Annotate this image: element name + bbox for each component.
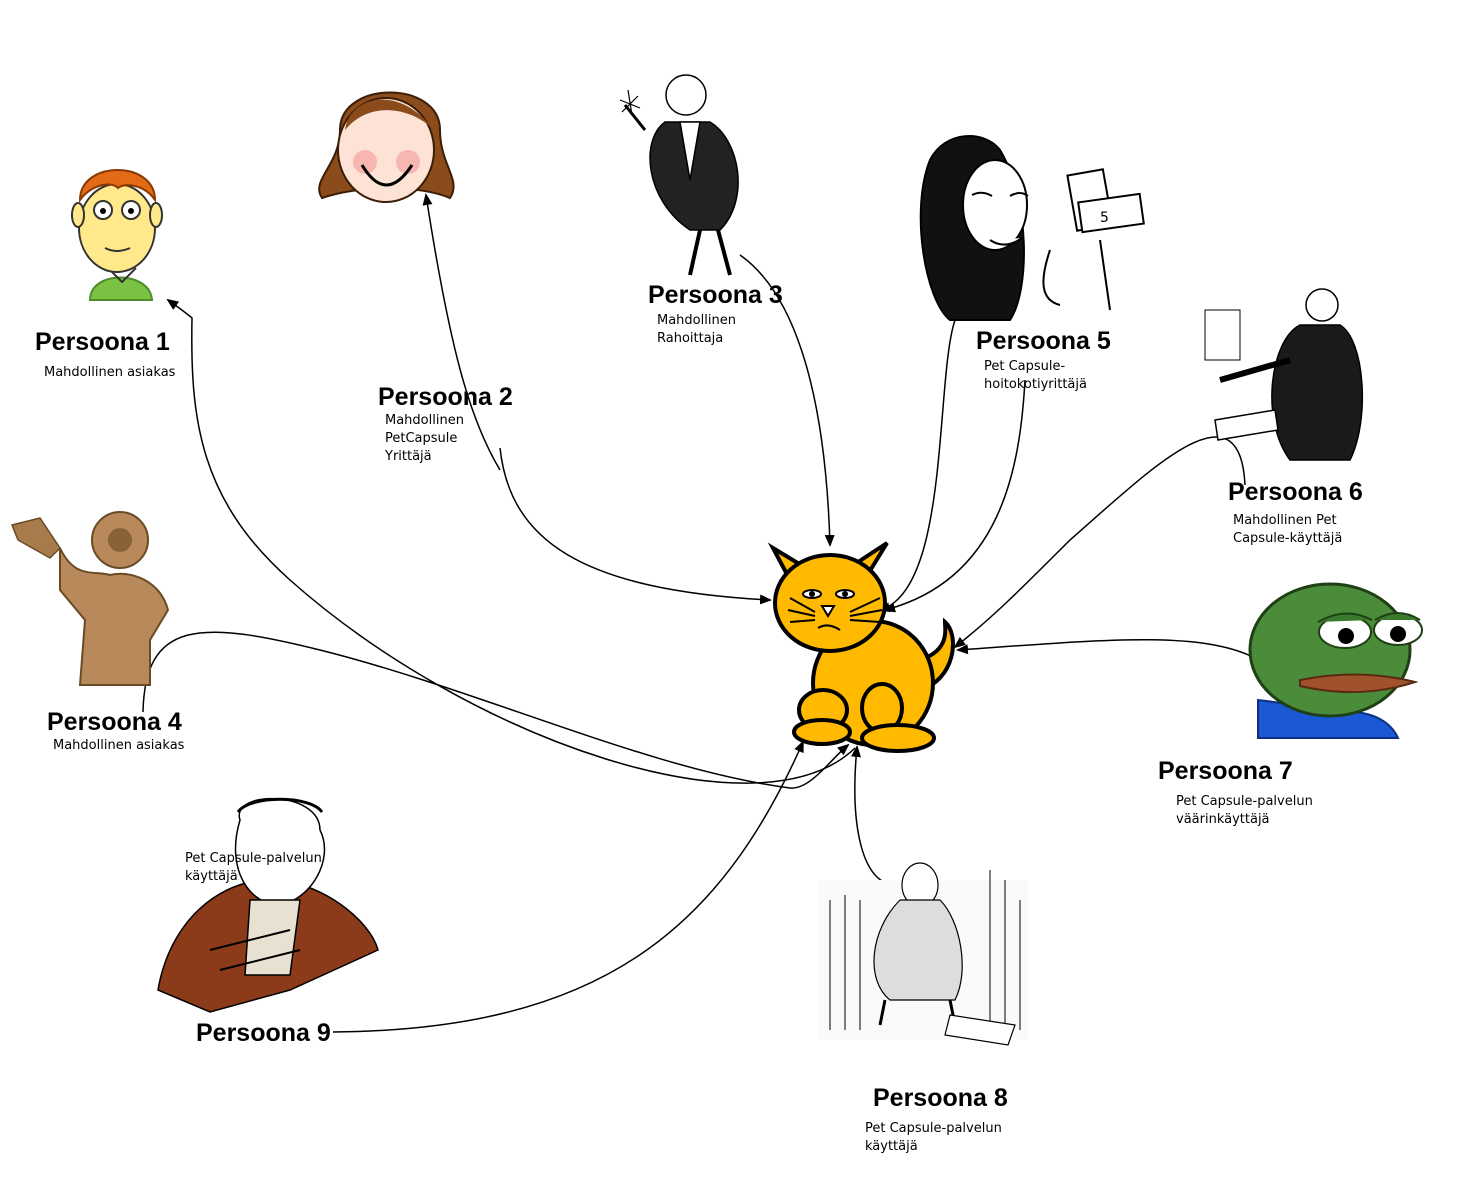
persona-1-description: Mahdollinen asiakas <box>44 365 176 380</box>
connector-persona5-a <box>878 319 956 613</box>
persona-2-title: Persoona 2 <box>378 383 513 411</box>
cartoon-woman-face-icon <box>318 91 455 203</box>
persona-5-description: Pet Capsule-hoitokotiyrittäjä <box>984 359 1087 392</box>
persona-7-title: Persoona 7 <box>1158 757 1293 785</box>
connector-persona2-a <box>422 193 501 471</box>
connector-persona3 <box>739 254 835 547</box>
vintage-gentleman-engraving-icon <box>619 74 739 276</box>
knitting-grandmother-engraving-icon <box>157 797 379 1013</box>
svg-text:5: 5 <box>1100 210 1109 226</box>
orange-cat-icon <box>767 541 955 753</box>
persona-5-title: Persoona 5 <box>976 327 1111 355</box>
connector-persona4 <box>142 631 850 789</box>
connector-persona7 <box>956 639 1256 659</box>
sad-frog-icon <box>1248 582 1423 739</box>
sad-girl-engraving-icon <box>818 862 1028 1046</box>
persona-4-title: Persoona 4 <box>47 708 182 736</box>
old-man-with-book-engraving-icon <box>1204 288 1364 461</box>
retro-woman-with-money-icon: 5 <box>919 135 1145 321</box>
persona-4-description: Mahdollinen asiakas <box>53 738 185 753</box>
connector-persona8 <box>851 745 894 886</box>
persona-6-title: Persoona 6 <box>1228 478 1363 506</box>
persona-9-title: Persoona 9 <box>196 1019 331 1047</box>
connector-persona5-b <box>883 379 1026 613</box>
persona-8-title: Persoona 8 <box>873 1084 1008 1112</box>
connector-persona6 <box>953 436 1246 649</box>
connector-persona1 <box>166 298 856 784</box>
persona-1-title: Persoona 1 <box>35 328 170 356</box>
persona-3-title: Persoona 3 <box>648 281 783 309</box>
connector-persona2-b <box>499 447 772 605</box>
diving-suit-figure-icon <box>10 511 170 686</box>
cartoon-man-icon <box>71 169 163 301</box>
connector-persona9 <box>332 740 804 1033</box>
